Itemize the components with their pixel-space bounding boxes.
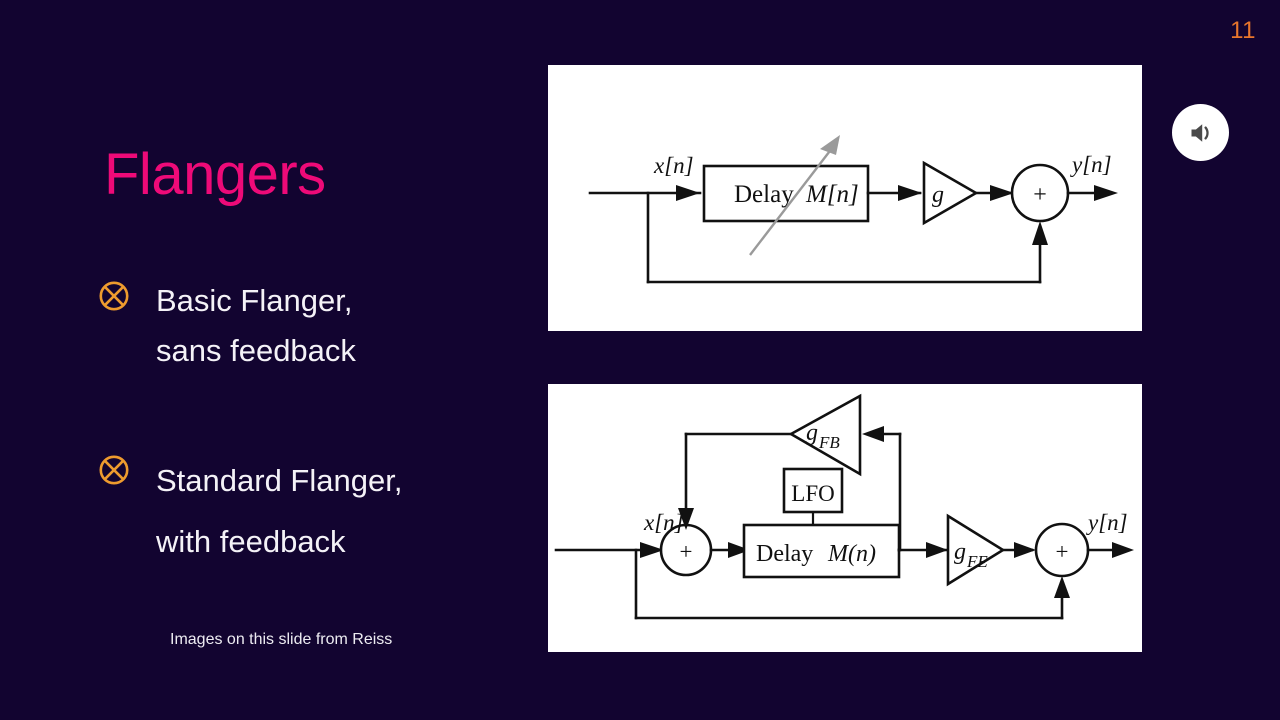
- page-number: 11: [1230, 17, 1256, 44]
- audio-play-button[interactable]: [1172, 104, 1229, 161]
- gain-label: g: [932, 182, 944, 208]
- lfo-block-label: LFO: [791, 481, 834, 506]
- feedback-gain-label: g: [806, 420, 818, 446]
- delay-block-var: M(n): [827, 541, 876, 567]
- input-label: x[n]: [653, 153, 694, 178]
- output-label: y[n]: [1086, 510, 1128, 535]
- speaker-volume-icon: [1186, 118, 1216, 148]
- feedforward-gain-subscript: FE: [966, 552, 988, 571]
- feedback-gain-subscript: FB: [818, 433, 840, 452]
- basic-flanger-figure: Delay M[n] g + x[n]: [548, 65, 1142, 331]
- summer-left-label: +: [680, 539, 693, 564]
- circled-times-icon: [98, 454, 130, 486]
- list-item: Basic Flanger, sans feedback: [98, 276, 518, 376]
- list-item: Standard Flanger, with feedback: [98, 450, 518, 573]
- feedforward-gain-label: g: [954, 539, 966, 565]
- input-label: x[n]: [643, 510, 684, 535]
- summer-label: +: [1033, 182, 1047, 208]
- standard-flanger-figure: + Delay M(n) LFO: [548, 384, 1142, 652]
- image-attribution-note: Images on this slide from Reiss: [170, 631, 393, 648]
- left-content-column: Flangers Basic Flanger, sans feedback St…: [0, 0, 520, 720]
- delay-block-word: Delay: [756, 541, 813, 567]
- summer-right-label: +: [1056, 539, 1069, 564]
- delay-block-var: M[n]: [805, 181, 859, 208]
- circled-times-icon: [98, 280, 130, 312]
- delay-block-word: Delay: [734, 181, 794, 208]
- output-label: y[n]: [1070, 152, 1112, 177]
- list-item-label: Basic Flanger, sans feedback: [156, 283, 356, 369]
- list-item-label: Standard Flanger, with feedback: [156, 463, 403, 560]
- page-title: Flangers: [104, 142, 326, 207]
